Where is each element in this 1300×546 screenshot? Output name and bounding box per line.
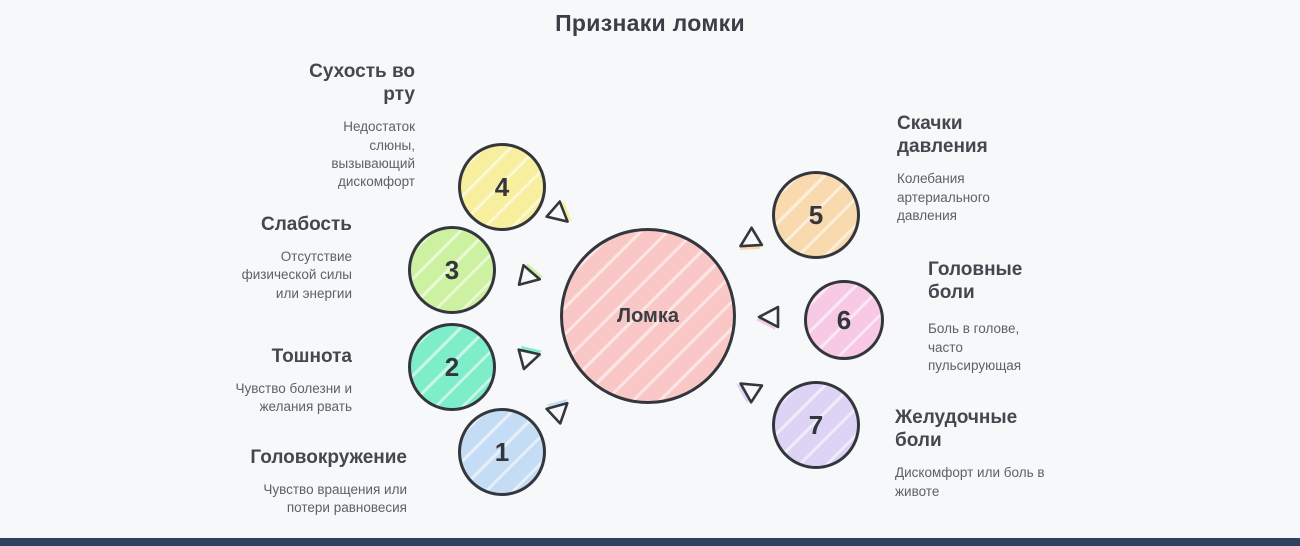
- arrow-icon-3: [517, 262, 544, 287]
- symptom-circle-5: 5: [772, 171, 860, 259]
- symptom-heading-7: Желудочные боли: [895, 407, 1018, 452]
- symptom-circle-2: 2: [408, 323, 496, 411]
- symptom-label-5: Скачки давления Колебания артериального …: [897, 112, 1107, 225]
- symptom-label-3: Слабость Отсутствие физической силы или …: [162, 213, 352, 303]
- symptom-circle-3: 3: [408, 226, 496, 314]
- arrow-icon-2: [517, 345, 542, 371]
- symptom-label-7: Желудочные боли Дискомфорт или боль в жи…: [895, 406, 1105, 501]
- symptom-desc-1: Чувство вращения или потери равновесия: [263, 482, 407, 516]
- symptom-heading-1: Головокружение: [250, 447, 407, 468]
- arrow-icon-7: [736, 382, 764, 404]
- symptom-heading-4: Сухость во рту: [309, 61, 415, 106]
- center-label: Ломка: [617, 304, 679, 327]
- symptom-heading-2: Тошнота: [271, 346, 352, 367]
- arrow-icon-1: [545, 398, 569, 425]
- symptom-desc-2: Чувство болезни и желания рвать: [235, 381, 353, 415]
- arrow-icon-5: [739, 226, 764, 251]
- symptom-number-2: 2: [444, 351, 460, 382]
- symptom-desc-4: Недостаток слюны, вызывающий дискомфорт: [331, 119, 415, 189]
- symptom-label-4: Сухость во рту Недостаток слюны, вызываю…: [225, 60, 415, 191]
- page-title: Признаки ломки: [555, 10, 745, 36]
- center-circle: Ломка: [560, 228, 736, 404]
- symptom-circle-7: 7: [772, 381, 860, 469]
- symptom-number-5: 5: [808, 199, 824, 230]
- bottom-accent-bar: [0, 538, 1300, 546]
- symptom-desc-5: Колебания артериального давления: [897, 171, 990, 223]
- symptom-desc-7: Дискомфорт или боль в животе: [895, 465, 1045, 499]
- arrow-icon-4: [545, 200, 572, 223]
- arrow-icon-6: [756, 305, 780, 330]
- symptom-heading-5: Скачки давления: [897, 113, 988, 158]
- symptom-number-3: 3: [444, 254, 460, 285]
- symptom-desc-3: Отсутствие физической силы или энергии: [241, 249, 352, 301]
- symptom-number-1: 1: [494, 436, 510, 467]
- symptom-number-4: 4: [494, 171, 510, 202]
- symptom-number-7: 7: [808, 409, 824, 440]
- symptom-heading-3: Слабость: [260, 214, 352, 235]
- symptom-number-6: 6: [836, 304, 852, 335]
- symptom-circle-1: 1: [458, 408, 546, 496]
- symptom-circle-6: 6: [804, 280, 884, 360]
- symptom-label-1: Головокружение Чувство вращения или поте…: [212, 446, 407, 518]
- symptom-label-6: Головные боли Боль в голове, часто пульс…: [928, 258, 1128, 375]
- symptom-desc-6: Боль в голове, часто пульсирующая: [928, 321, 1022, 373]
- symptom-heading-6: Головные боли: [928, 259, 1023, 304]
- symptom-label-2: Тошнота Чувство болезни и желания рвать: [162, 345, 353, 417]
- symptom-circle-4: 4: [458, 143, 546, 231]
